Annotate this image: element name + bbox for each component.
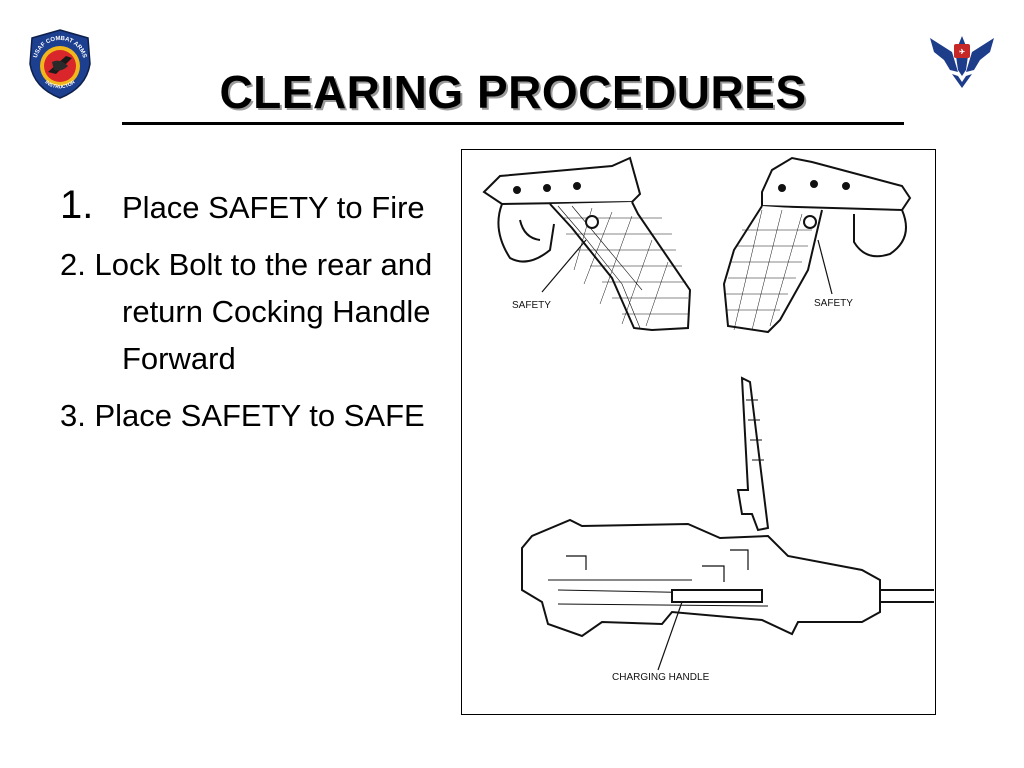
safety-label-left: SAFETY [512, 300, 551, 311]
step-2-number: 2. [60, 247, 86, 282]
step-1-number: 1. [60, 183, 94, 227]
svg-text:✈: ✈ [959, 48, 965, 56]
weapon-diagram-figure: SAFETY SAFETY CHARGING HANDLE [461, 149, 936, 715]
charging-handle-label: CHARGING HANDLE [612, 672, 710, 683]
title-underline [122, 122, 904, 125]
list-item: 2. Lock Bolt to the rear and return Cock… [60, 241, 450, 382]
patch-bottom-text: INSTRUCTOR [44, 79, 77, 90]
step-1-text: Place SAFETY to Fire [122, 190, 425, 225]
step-3-number: 3. [60, 398, 86, 433]
step-3-text: Place SAFETY to SAFE [94, 398, 425, 433]
weapon-diagram-drawing: SAFETY SAFETY CHARGING HANDLE [482, 156, 934, 683]
list-item: 1. Place SAFETY to Fire [60, 182, 450, 231]
svg-text:INSTRUCTOR: INSTRUCTOR [44, 79, 77, 90]
steps-list: 1. Place SAFETY to Fire 2. Lock Bolt to t… [60, 182, 450, 449]
list-item: 3. Place SAFETY to SAFE [60, 392, 450, 439]
safety-label-right: SAFETY [814, 298, 853, 309]
air-force-wings-icon: ✈ [930, 36, 994, 88]
step-2-text: Lock Bolt to the rear and return Cocking… [94, 247, 433, 376]
usaf-combat-arms-instructor-patch-icon: USAF COMBAT ARMS INSTRUCTOR [29, 29, 91, 99]
slide-title: CLEARING PROCEDURES [219, 66, 807, 118]
